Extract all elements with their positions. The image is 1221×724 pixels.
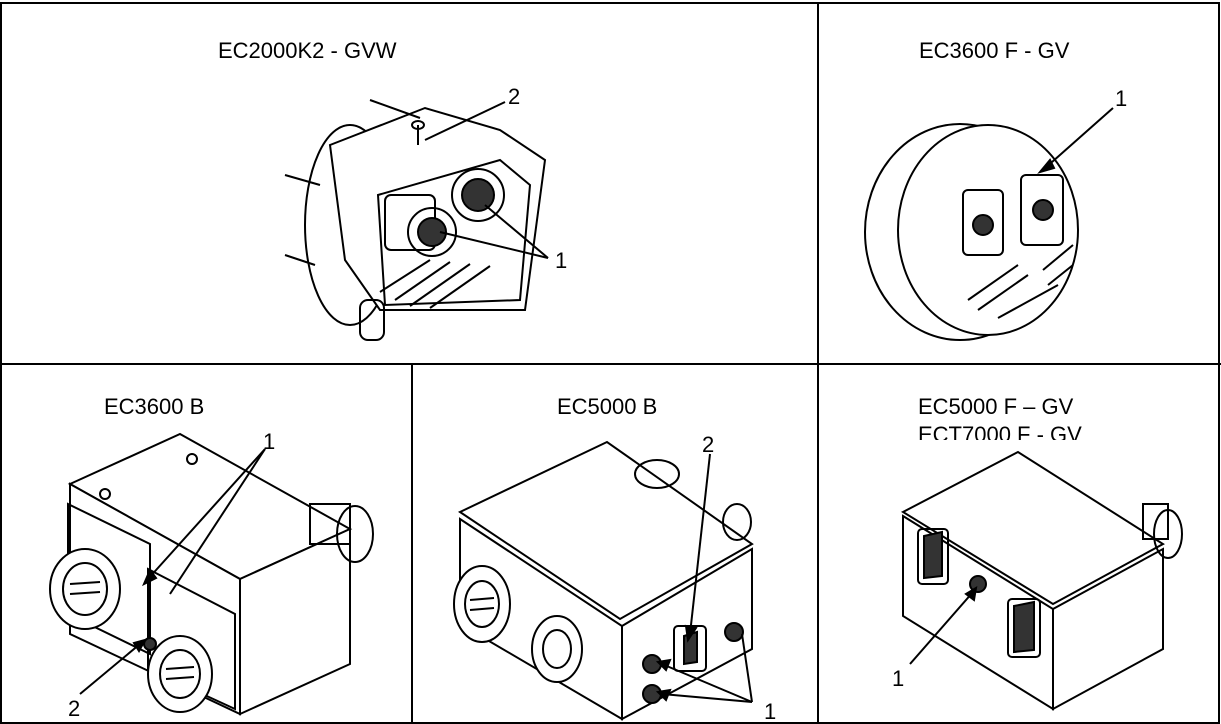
callout-1: 1 [764,699,776,724]
callout-2: 2 [702,432,714,457]
callout-1: 1 [892,666,904,691]
panel-title: EC3600 F - GV [919,38,1070,63]
panel-title: EC5000 F – GV [918,394,1074,419]
ec3600f-drawing: 1 [864,86,1127,341]
panel-ec2000k2: EC2000K2 - GVW [0,0,818,364]
panel-ec3600b: EC3600 B [0,364,412,724]
panel-title: EC2000K2 - GVW [218,38,397,63]
ec3600b-drawing: 1 2 [49,429,374,721]
callout-1: 1 [263,429,275,454]
panel-ec5000f: EC5000 F – GV ECT7000 F - GV [818,364,1221,724]
panel-title: EC5000 B [557,394,658,419]
callout-2: 2 [68,696,80,721]
ec5000b-drawing: 2 1 [453,432,776,724]
ec2000k2-drawing: 2 1 [284,84,567,341]
callout-2: 2 [508,84,520,109]
panel-ec3600f: EC3600 F - GV 1 [818,0,1221,364]
ec5000f-drawing: 1 [892,450,1183,711]
panel-title: EC3600 B [104,394,205,419]
callout-1: 1 [555,248,567,273]
callout-1: 1 [1115,86,1127,111]
panel-subtitle: ECT7000 F - GV [918,422,1082,447]
panel-ec5000b: EC5000 B [412,364,818,724]
